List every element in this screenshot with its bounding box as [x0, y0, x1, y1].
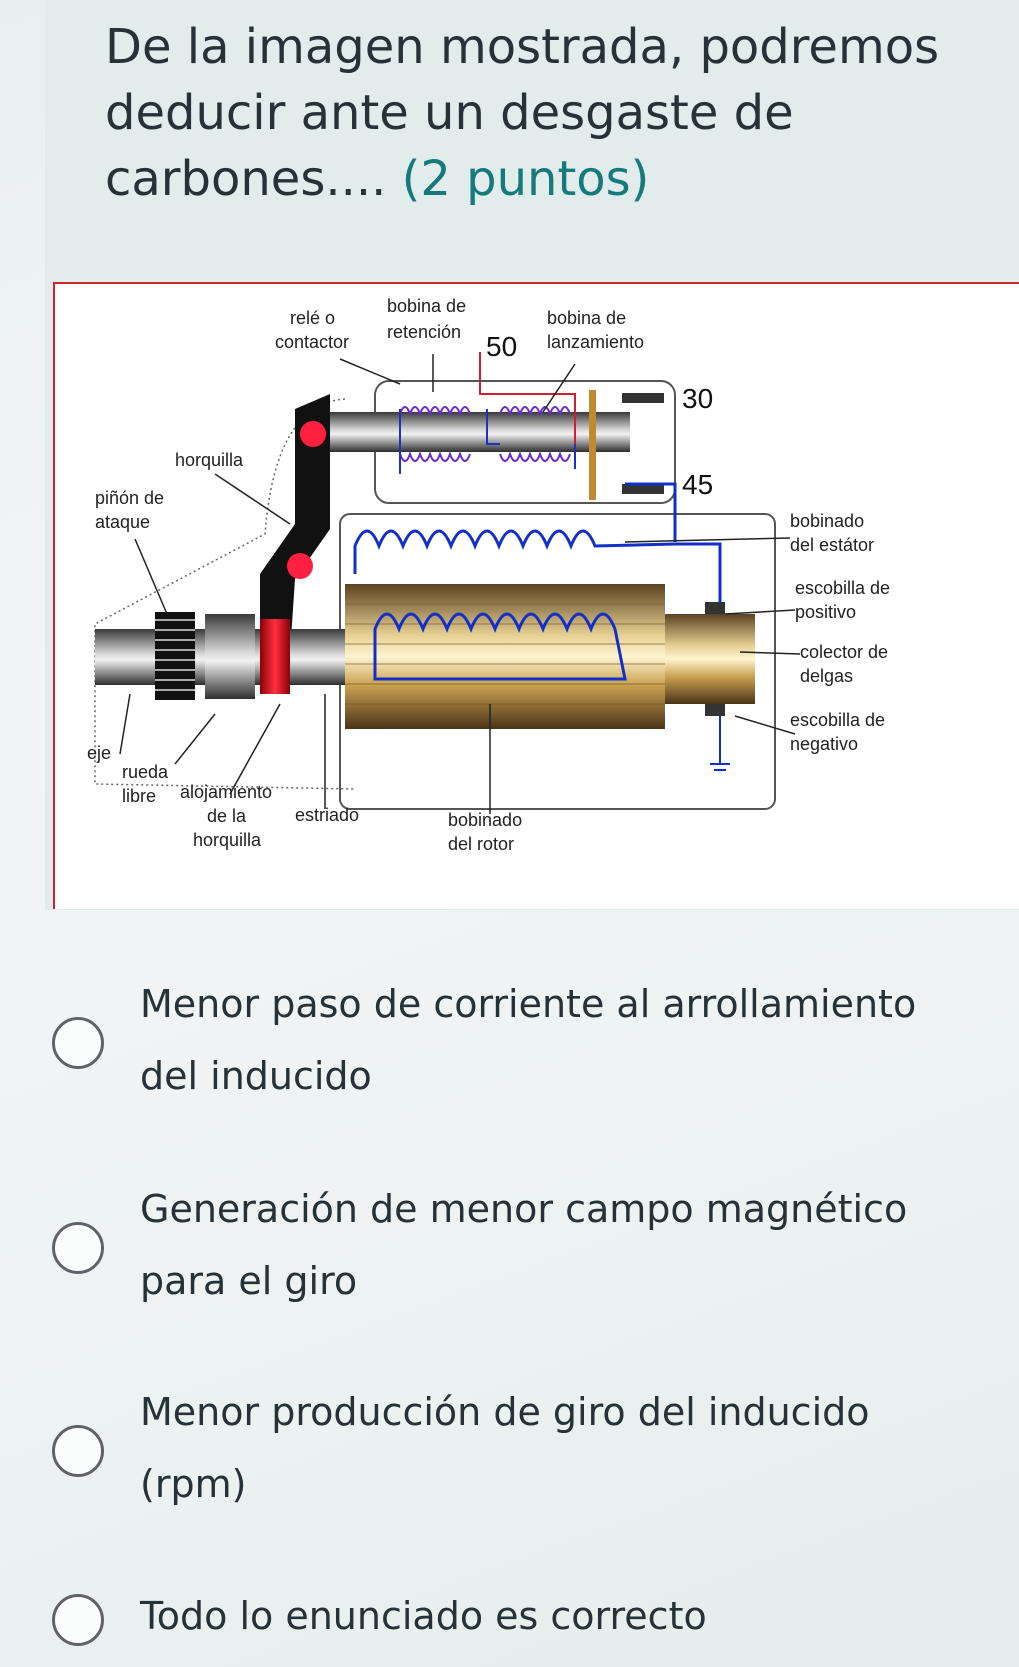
fork-pivot-top: [300, 421, 326, 447]
question-points: (2 puntos): [401, 151, 650, 207]
label-rueda-1: rueda: [122, 762, 169, 782]
starter-motor-diagram: relé o contactor bobina de retención 50 …: [53, 282, 1019, 909]
option-4-line-1: Todo lo enunciado es correcto: [140, 1594, 707, 1638]
option-1[interactable]: Menor paso de corriente al arrollamiento…: [0, 960, 1019, 1110]
diagram-svg: relé o contactor bobina de retención 50 …: [87, 296, 890, 854]
fork-pivot-middle: [287, 553, 313, 579]
label-terminal-50: 50: [486, 331, 517, 362]
option-1-line-1: Menor paso de corriente al arrollamiento: [140, 982, 917, 1026]
option-3-radio[interactable]: [52, 1425, 104, 1477]
label-estator-2: del estátor: [790, 535, 874, 555]
label-estriado: estriado: [295, 805, 359, 825]
ground-symbol: [710, 716, 730, 771]
option-2-radio[interactable]: [52, 1222, 104, 1274]
label-eje: eje: [87, 743, 111, 763]
fork-housing-ring: [260, 619, 290, 694]
option-3-line-1: Menor producción de giro del inducido: [140, 1390, 870, 1434]
label-rotor-2: del rotor: [448, 834, 514, 854]
label-retencion-2: retención: [387, 322, 461, 342]
option-1-radio[interactable]: [52, 1017, 104, 1069]
stator-wires: [625, 482, 722, 614]
label-colector-1: colector de: [800, 642, 888, 662]
label-pinon-2: ataque: [95, 512, 150, 532]
label-alojamiento-1: alojamiento: [180, 782, 272, 802]
option-4[interactable]: Todo lo enunciado es correcto: [0, 1572, 1019, 1662]
rotor-coil: [373, 612, 627, 681]
label-escobilla-pos-1: escobilla de: [795, 578, 890, 598]
label-pinon-1: piñón de: [95, 488, 164, 508]
label-lanzamiento-1: bobina de: [547, 308, 626, 328]
label-rele-2: contactor: [275, 332, 349, 352]
terminal-45-post: [622, 484, 664, 494]
option-3[interactable]: Menor producción de giro del inducido (r…: [0, 1368, 1019, 1518]
relay-coils-bottom: [399, 451, 571, 462]
leader-lines: [119, 354, 801, 814]
relay-coils-top: [399, 406, 571, 417]
label-rotor-1: bobinado: [448, 810, 522, 830]
label-rele-1: relé o: [290, 308, 335, 328]
freewheel-clutch: [205, 614, 255, 699]
label-escobilla-neg-1: escobilla de: [790, 710, 885, 730]
fork-lever: [260, 394, 330, 654]
label-alojamiento-2: de la: [207, 806, 247, 826]
option-2[interactable]: Generación de menor campo magnético para…: [0, 1165, 1019, 1315]
label-escobilla-neg-2: negativo: [790, 734, 858, 754]
option-4-radio[interactable]: [52, 1594, 104, 1646]
label-terminal-30: 30: [682, 383, 713, 414]
negative-brush: [705, 704, 725, 716]
relay-contact-plate: [589, 390, 596, 500]
label-alojamiento-3: horquilla: [193, 830, 262, 850]
terminal-30-post: [622, 393, 664, 403]
label-rueda-2: libre: [122, 786, 156, 806]
terminal-50-wire: [479, 352, 576, 444]
armature-rotor: [345, 584, 665, 729]
label-lanzamiento-2: lanzamiento: [547, 332, 644, 352]
option-2-line-1: Generación de menor campo magnético: [140, 1187, 908, 1231]
pinion-teeth: [155, 619, 195, 691]
label-colector-2: delgas: [800, 666, 853, 686]
question-text: De la imagen mostrada, podremos deducir …: [105, 19, 940, 207]
label-horquilla: horquilla: [175, 450, 244, 470]
relay-plunger: [325, 412, 630, 452]
label-terminal-45: 45: [682, 469, 713, 500]
option-2-line-2: para el giro: [140, 1259, 358, 1303]
stator-coil: [353, 529, 676, 574]
option-1-line-2: del inducido: [140, 1054, 372, 1098]
option-3-line-2: (rpm): [140, 1462, 247, 1506]
pinion-gear: [155, 612, 195, 700]
label-estator-1: bobinado: [790, 511, 864, 531]
label-retencion-1: bobina de: [387, 296, 466, 316]
relay-blue-wires: [399, 409, 576, 474]
positive-brush: [705, 602, 725, 614]
question-title: De la imagen mostrada, podremos deducir …: [105, 14, 985, 212]
commutator: [665, 614, 755, 704]
label-escobilla-pos-2: positivo: [795, 602, 856, 622]
